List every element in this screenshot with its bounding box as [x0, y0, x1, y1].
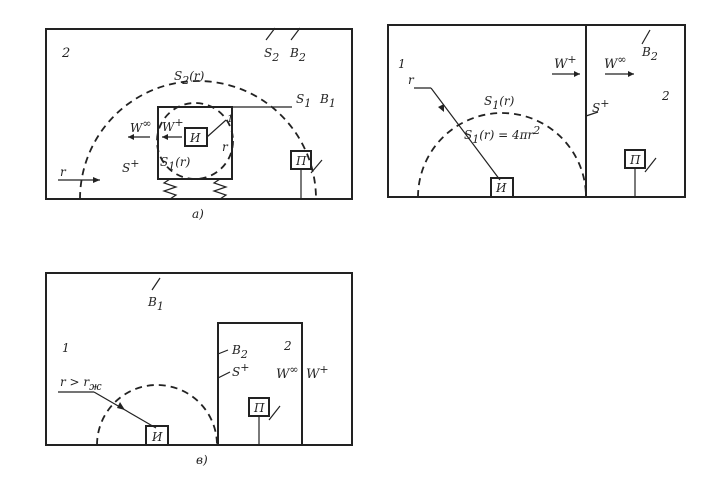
panel-a-b1-label: B1: [319, 92, 336, 110]
panel-b-region-1: 1: [398, 57, 406, 71]
panel-c-region-2: 2: [283, 339, 292, 353]
panel-a-region-1: 1: [227, 114, 233, 125]
panel-c-winf-label: W∞: [276, 363, 299, 382]
panel-c-frame: [45, 272, 353, 446]
panel-b-wplus-label: W+: [554, 53, 577, 72]
panel-c: 1 2 B1 B2 S+ W∞ W+ r > rж И П в): [45, 272, 353, 467]
panel-b-region-2: 2: [661, 89, 670, 103]
panel-b-receiver-label: П: [629, 153, 641, 167]
panel-c-splus-label: S+: [232, 361, 249, 379]
panel-a-wplus-label: W+: [162, 116, 184, 134]
panel-c-receiver-handle: [268, 405, 281, 421]
panel-a-receiver-handle: [310, 159, 323, 174]
panel-a-s2-label: S2: [264, 46, 279, 64]
panel-a-receiver-label: П: [295, 154, 307, 168]
panel-b-r-arrowhead: [438, 104, 444, 112]
panel-b-wplus-arrowhead: [574, 71, 580, 77]
panel-a-r-outer-arrowhead: [93, 177, 100, 183]
panel-a-wplus-arrowhead: [162, 134, 168, 140]
panel-b-formula: S1(r) = 4πr2: [464, 124, 540, 146]
panel-a-spring-left: [162, 178, 178, 200]
panel-a: 2 1 S2 B2 S2(r) S1 B1 W∞ W+ И П r r S+ S…: [45, 27, 353, 221]
panel-c-receiver-label: П: [253, 401, 265, 415]
panel-a-winf-arrowhead: [128, 134, 134, 140]
panel-c-b2-label: B2: [231, 343, 248, 361]
panel-a-spring-right: [212, 178, 228, 200]
panel-a-caption: а): [192, 207, 204, 221]
panel-a-splus-label: S+: [122, 157, 139, 175]
panel-c-b1-leader: [151, 277, 161, 291]
panel-a-b2-label: B2: [289, 46, 306, 64]
panel-c-b2-leader: [217, 349, 229, 355]
panel-c-splus-leader: [217, 371, 231, 379]
panel-b-r-label: r: [408, 73, 415, 87]
panel-c-r-cond-label: r > rж: [60, 375, 102, 393]
panel-b-winf-arrowhead: [628, 71, 634, 77]
panel-a-winf-label: W∞: [130, 117, 152, 135]
panel-b-frame: [387, 24, 686, 198]
panel-a-inner-box: [157, 106, 233, 180]
panel-b: 1 2 W+ W∞ B2 r S1(r) S+ S1(r) = 4πr2 И П: [387, 24, 686, 198]
panel-c-b1-label: B1: [147, 295, 164, 313]
panel-a-b2-leader: [290, 27, 301, 41]
panel-b-source-label: И: [495, 181, 507, 195]
panel-c-caption: в): [196, 453, 208, 467]
panel-a-frame: [45, 28, 353, 200]
panel-a-source-label: И: [189, 131, 201, 145]
panel-b-splus-leader: [585, 111, 599, 117]
panel-b-r-line: [430, 87, 501, 181]
panel-a-r-inner-label: r: [222, 140, 229, 154]
panel-a-s1-label: S1: [296, 92, 311, 110]
panel-a-r-inner-line: [206, 119, 227, 138]
panel-c-inner-box: [217, 322, 303, 445]
panel-a-s1r-label: S1(r): [160, 155, 191, 173]
panel-c-source-label: И: [151, 430, 163, 444]
panel-b-source-box: [490, 177, 514, 198]
panel-b-winf-label: W∞: [604, 53, 627, 72]
panel-a-sphere-s1: [156, 102, 234, 180]
panel-b-sphere-s1: [417, 112, 587, 198]
panel-c-wplus-label: W+: [306, 363, 329, 382]
panel-b-s1r-label: S1(r): [484, 94, 515, 112]
panel-b-splus-label: S+: [592, 97, 609, 115]
panel-c-source-box: [145, 425, 169, 446]
panel-c-region-1: 1: [62, 341, 70, 355]
panel-a-s2r-label: S2(r): [174, 69, 205, 87]
panel-a-s2-leader: [265, 27, 276, 41]
panel-b-b2-label: B2: [641, 45, 658, 63]
panel-c-sphere: [96, 384, 218, 446]
panel-b-b2-leader: [641, 29, 651, 45]
panel-a-r-outer-label: r: [60, 165, 67, 179]
panel-b-receiver-handle: [644, 157, 657, 173]
panel-a-sphere-s2: [79, 80, 317, 200]
panel-c-r-arrowhead: [117, 402, 125, 410]
panel-a-region-2: 2: [61, 46, 70, 61]
